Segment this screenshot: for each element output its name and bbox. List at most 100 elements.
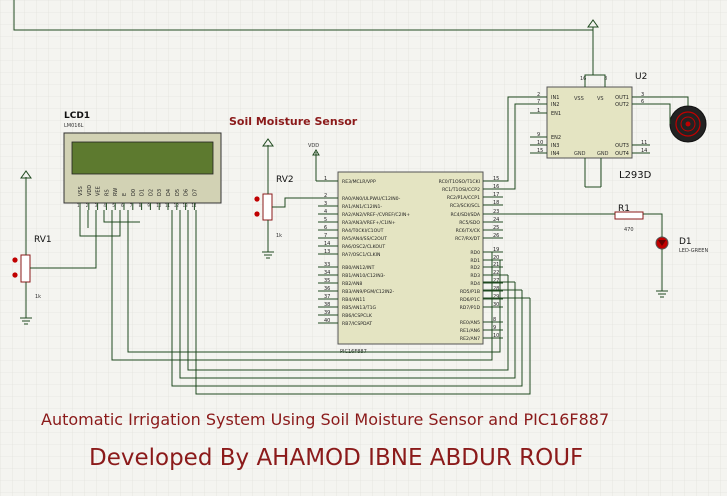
pic-right-pin-number: 9 [493,325,496,331]
wires [13,0,689,395]
pic-left-pin-name: RA4/T0CKI/C1OUT [342,228,384,234]
r1-value-label: 470 [624,227,634,233]
u2-body [546,86,633,159]
lcd-pin-number: 5 [112,203,115,208]
lcd-pin-number: 2 [86,203,89,208]
rv2-terminal-top [254,196,260,202]
pic-left-pin-number: 3 [324,201,327,207]
pic-left-pin-name: RA6/OSC2/CLKOUT [342,244,385,250]
rv2-value-label: 1k [276,233,282,239]
u2-right-pin-name: OUT1 [615,95,629,101]
lcd-pin-labels: VSS1VDD2VEE3RS4RW5E6D07D18D29D310D411D51… [77,185,198,210]
pic-left-pin-number: 13 [324,249,330,255]
resistor-r1[interactable]: R1 470 [614,204,644,233]
pic-right-pin-name: RC2/P1A/CCP1 [447,195,480,201]
u2-part-label: L293D [619,170,652,181]
pic-right-pin-name: RD3 [470,273,480,279]
rv1-ref-label: RV1 [34,235,52,245]
pic-left-pin-number: 2 [324,193,327,199]
u2-pin16-num: 16 [580,76,586,82]
pic-left-pin-name: RA2/AN2/VREF-/CVREF/C2IN+ [342,212,410,218]
u2-left-pin-number: 1 [537,108,540,114]
pic-right-pin-number: 25 [493,225,499,231]
rv2-ref-label: RV2 [276,175,294,185]
pic-right-pin-number: 28 [493,286,499,292]
pic-left-pin-number: 7 [324,233,327,239]
sensor-title: Soil Moisture Sensor [229,115,358,128]
vdd-symbol: VDD [308,143,320,181]
pic-body [337,171,484,345]
u2-left-pin-name: IN3 [551,143,559,149]
ground-symbol-rv1 [20,282,32,325]
pic-left-pin-number: 35 [324,278,330,284]
pic-right-pin-name: RD1 [470,258,480,264]
pic-microcontroller[interactable]: 1RE3/MCLR/VPP2RA0/AN0/ULPWU/C12IN0-3RA1/… [318,171,503,355]
pic-left-pin-name: RB7/ICSPDAT [342,321,372,327]
pic-right-pin-number: 23 [493,209,499,215]
pic-left-pin-name: RA1/AN1/C12IN1- [342,204,382,210]
pic-left-pin-name: RB1/AN10/C12IN3- [342,273,386,279]
pic-left-pin-name: RE3/MCLR/VPP [342,179,376,185]
pic-right-pin-number: 10 [493,333,499,339]
pic-right-pin-number: 30 [493,302,499,308]
pic-left-pin-name: RB4/AN11 [342,297,365,303]
pic-right-pin-name: RD6/P1C [460,297,480,303]
pic-right-pin-name: RD5/P1B [460,289,480,295]
pic-right-pin-name: RC7/RX/DT [455,236,480,242]
pic-right-pin-number: 8 [493,317,496,323]
u2-right-pin-name: OUT4 [615,151,629,157]
pic-right-pin-name: RD7/P1D [460,305,481,311]
u2-right-pin-number: 3 [641,92,644,98]
u2-left-pin-name: IN4 [551,151,559,157]
lcd-pin-number: 6 [121,203,124,208]
u2-vs-label: VS [597,96,604,102]
pic-right-pin-name: RD0 [470,250,480,256]
u2-pin8-num: 8 [604,76,607,82]
pic-right-pin-name: RC3/SCK/SCL [450,203,480,209]
u2-left-pin-name: IN2 [551,102,559,108]
pic-left-pin-number: 39 [324,310,330,316]
ground-symbol-rv2 [262,220,274,259]
lcd-pin-label: RW [113,188,119,196]
pic-left-pin-name: RA5/AN4/SS/C2OUT [342,236,387,242]
lcd-pin-label: D5 [175,189,181,196]
rv1-value-label: 1k [35,294,41,300]
pic-left-pin-number: 4 [324,209,327,215]
pic-left-pin-name: RB0/AN12/INT [342,265,375,271]
u2-vss-label: VSS [574,96,584,102]
pic-left-pin-number: 34 [324,270,330,276]
lcd-pin-label: VDD [87,185,93,196]
pic-left-pin-name: RA0/AN0/ULPWU/C12IN0- [342,196,401,202]
pic-right-pin-name: RC4/SDI/SDA [450,212,480,218]
rv1-body [20,254,31,283]
pic-left-pin-name: RB3/AN9/PGM/C12IN2- [342,289,394,295]
lcd-ref-label: LCD1 [64,111,90,121]
pic-right-pin-number: 17 [493,192,499,198]
dc-motor[interactable] [669,105,707,143]
lcd-pin-label: E [122,193,128,196]
lcd-module[interactable]: LCD1 LM016L VSS1VDD2VEE3RS4RW5E6D07D18D2… [63,111,222,210]
u2-left-pin-number: 10 [537,140,543,146]
lcd-pin-number: 7 [130,203,133,208]
pic-right-pin-name: RE1/AN6 [460,328,480,334]
pic-left-pin-number: 6 [324,225,327,231]
lcd-pin-number: 3 [95,203,98,208]
lcd-pin-label: D3 [157,189,163,196]
pic-left-pins: 1RE3/MCLR/VPP2RA0/AN0/ULPWU/C12IN0-3RA1/… [318,176,410,327]
u2-left-pin-name: EN2 [551,135,561,141]
lcd-pin-label: D0 [131,189,137,196]
u2-gnd-label-1: GND [574,151,586,157]
pic-right-pin-name: RC6/TX/CK [456,228,481,234]
pic-right-pin-number: 21 [493,262,499,268]
pic-right-pin-number: 24 [493,217,499,223]
u2-right-pin-name: OUT3 [615,143,629,149]
lcd-pin-label: VEE [96,186,102,196]
d1-ref-label: D1 [679,237,692,247]
rv2-body [262,193,273,221]
pic-left-pin-number: 38 [324,302,330,308]
pic-right-pin-name: RD4 [470,281,480,287]
motor-ring-inner [680,116,696,132]
rv1-terminal-bottom [12,272,18,278]
